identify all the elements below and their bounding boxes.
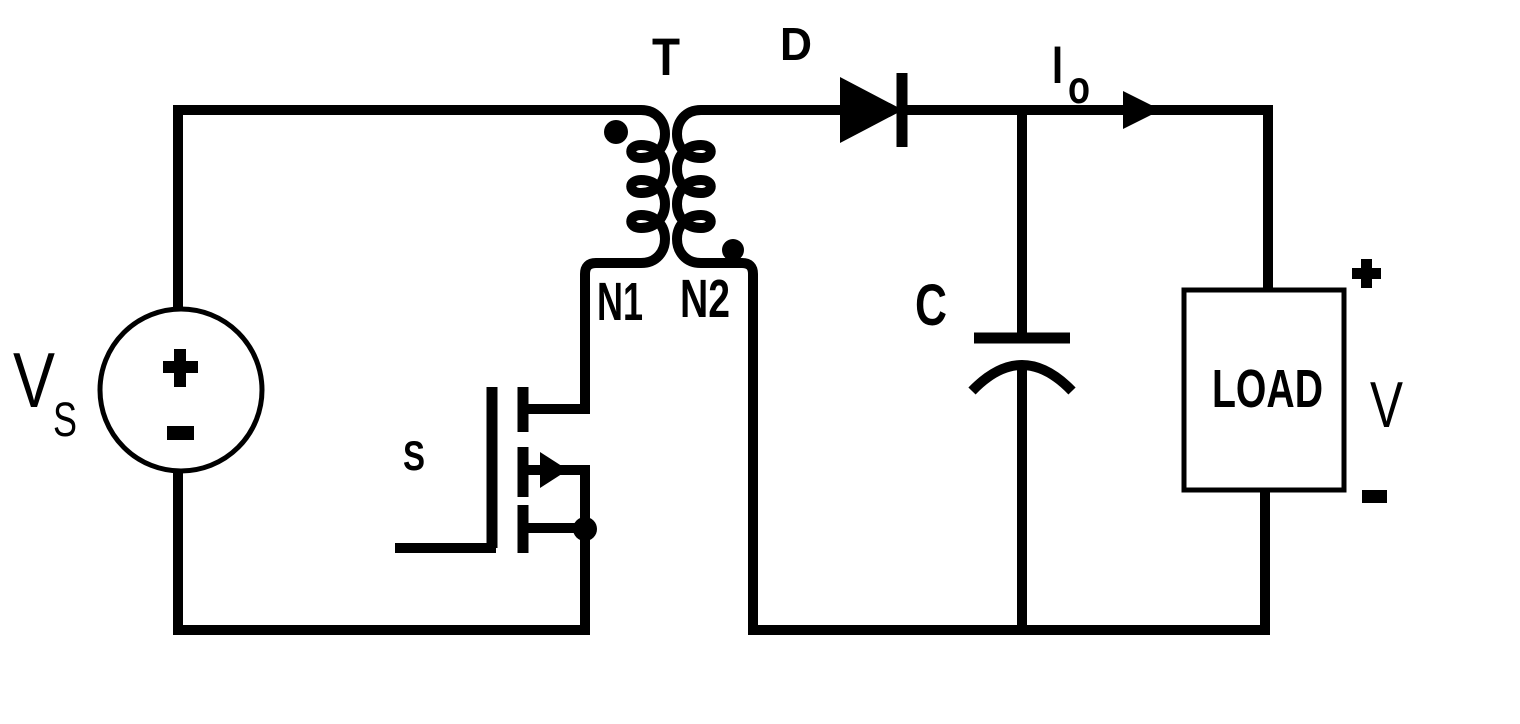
label-vout: V — [1370, 368, 1403, 441]
label-load: LOAD — [1212, 359, 1323, 419]
vs-minus-sign — [167, 426, 194, 440]
mosfet-source-lead — [523, 523, 590, 633]
mosfet-body-arrow — [540, 452, 568, 488]
label-vs-main: V — [13, 336, 55, 424]
label-vs-sub: S — [53, 394, 77, 447]
label-transformer: T — [652, 28, 680, 87]
transformer-secondary-winding — [672, 105, 758, 633]
phase-dot-secondary — [722, 239, 744, 261]
vs-plus-sign — [163, 349, 198, 387]
diode-anode-triangle — [840, 77, 903, 143]
label-switch: S — [403, 432, 425, 479]
wire-source-top — [173, 105, 641, 312]
load-box — [1181, 287, 1347, 493]
phase-dot-primary — [604, 120, 628, 144]
load-minus-sign — [1362, 490, 1387, 503]
label-n2: N2 — [680, 269, 730, 329]
wire-diode-to-load-top — [900, 105, 1273, 293]
transformer-primary-winding — [523, 105, 670, 414]
label-io-main: I — [1052, 36, 1063, 95]
wire-output-bottom-rail — [748, 491, 1270, 635]
load-plus-sign — [1352, 259, 1381, 288]
source-junction-dot — [573, 517, 597, 541]
voltage-source-circle — [97, 306, 265, 474]
output-current-arrow — [1123, 91, 1161, 129]
label-capacitor: C — [915, 273, 947, 338]
label-diode: D — [780, 18, 812, 70]
label-n1: N1 — [597, 272, 643, 332]
label-io-sub: o — [1068, 61, 1090, 113]
wire-source-bottom-rail — [173, 470, 590, 635]
capacitor-bottom-plate — [968, 360, 1076, 395]
